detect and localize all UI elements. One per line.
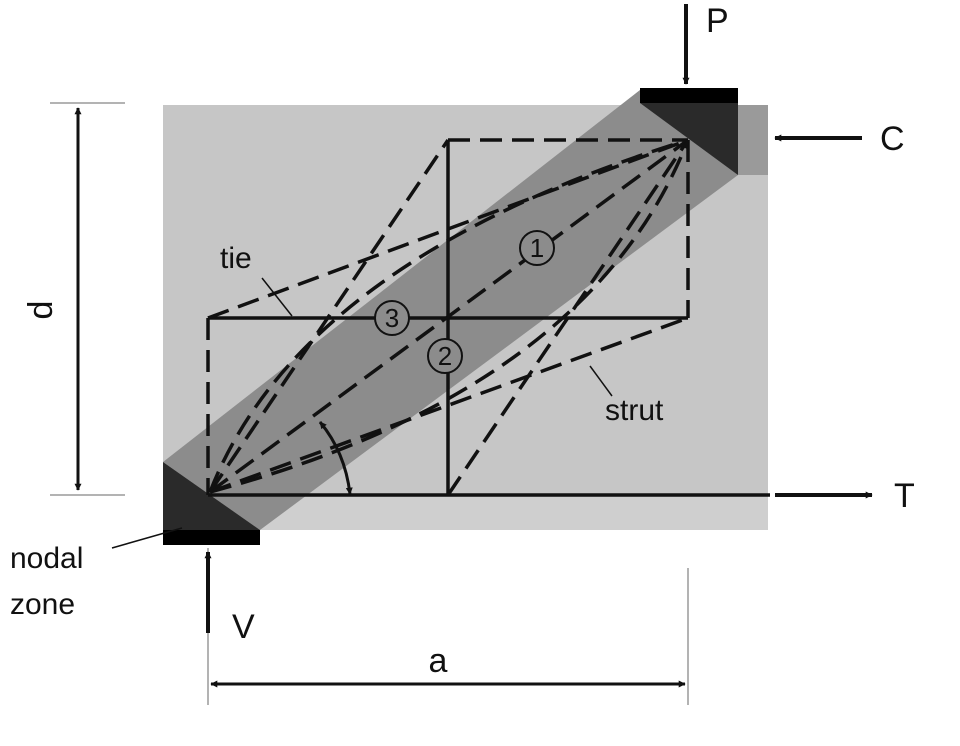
bearing-plate-top [640, 88, 738, 103]
label-strut: strut [605, 394, 664, 427]
label-d: d [22, 301, 60, 320]
strut-3-circle [374, 300, 410, 336]
nodal-zone-leader [111, 527, 183, 549]
compression-pad [738, 105, 768, 175]
strut-band [163, 90, 738, 530]
dashed-members [206, 138, 690, 496]
label-P: P [706, 2, 729, 40]
strut-2-label: 2 [438, 341, 452, 371]
label-V: V [232, 608, 255, 646]
angle-arc [318, 421, 353, 495]
tie-leader [261, 277, 293, 317]
label-C: C [880, 120, 905, 158]
bearing-plate-bottom [163, 530, 260, 545]
strut-leader [589, 365, 613, 397]
strut-2-circle [427, 338, 463, 374]
strut-1-label: 1 [530, 233, 544, 263]
strut-3-label: 3 [385, 303, 399, 333]
strut-1-circle [519, 230, 555, 266]
label-a: a [429, 642, 448, 680]
label-nodal: nodal [10, 542, 83, 575]
label-tie: tie [220, 242, 252, 275]
nodal-zone-top-right [640, 103, 738, 175]
label-zone: zone [10, 588, 75, 621]
label-T: T [894, 477, 915, 515]
